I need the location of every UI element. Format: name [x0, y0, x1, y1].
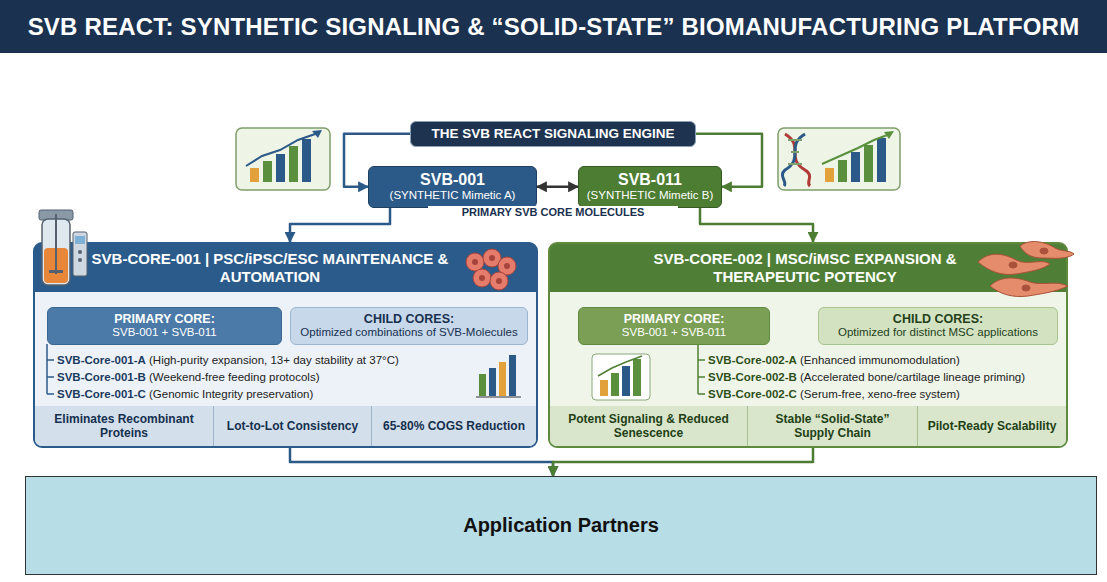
- connector-arrow: [290, 208, 390, 242]
- box-title: SVB-011: [618, 171, 682, 189]
- core-description: (High-purity expansion, 13+ day stabilit…: [149, 354, 399, 366]
- box-title: CHILD CORES:: [364, 312, 454, 326]
- box-subtitle: Optimized combinations of SVB-Molecules: [300, 326, 517, 339]
- box-title: Application Partners: [463, 514, 659, 537]
- diagram-title: SVB REACT: SYNTHETIC SIGNALING & “SOLID-…: [28, 13, 1080, 41]
- growth-chart-icon: [476, 355, 521, 397]
- core-panel: SVB-CORE-002 | MSC/iMSC EXPANSION & THER…: [548, 242, 1068, 448]
- list-item: SVB-Core-002-B (Accelerated bone/cartila…: [708, 369, 1025, 385]
- title-bar: SVB REACT: SYNTHETIC SIGNALING & “SOLID-…: [0, 0, 1107, 53]
- core-name: SVB-Core-002-B: [708, 371, 797, 383]
- feature-cell: Stable “Solid-State” Supply Chain: [747, 406, 917, 446]
- tree-lines: [698, 344, 705, 394]
- bioreactor-illustration: [39, 210, 87, 285]
- connector-arrow: [700, 208, 813, 242]
- box-title: THE SVB REACT SIGNALING ENGINE: [431, 126, 674, 142]
- child-core-box: CHILD CORES:Optimized for distinct MSC a…: [818, 307, 1058, 345]
- box-title: PRIMARY CORE:: [114, 312, 215, 326]
- core-panel: SVB-CORE-001 | PSC/iPSC/ESC MAINTENANCE …: [33, 242, 538, 448]
- box-subtitle: SVB-001 + SVB-011: [622, 326, 726, 339]
- feature-cell: Eliminates Recombinant Proteins: [35, 406, 213, 446]
- box-title: CHILD CORES:: [893, 312, 983, 326]
- tree-lines: [47, 344, 54, 394]
- core-description: (Enhanced immunomodulation): [800, 354, 960, 366]
- list-item: SVB-Core-002-A (Enhanced immunomodulatio…: [708, 352, 960, 368]
- box-subtitle: (SYNTHETIC Mimetic A): [390, 189, 516, 202]
- list-item: SVB-Core-001-B (Weekend-free feeding pro…: [57, 369, 320, 385]
- growth-chart-icon: [592, 354, 650, 400]
- feature-cell: Pilot-Ready Scalability: [917, 406, 1066, 446]
- box-subtitle: SVB-001 + SVB-011: [112, 326, 216, 339]
- core-box: PRIMARY CORE:SVB-001 + SVB-011: [47, 307, 282, 345]
- feature-cell: 65-80% COGS Reduction: [371, 406, 536, 446]
- core-name: SVB-Core-002-A: [708, 354, 797, 366]
- box-title: PRIMARY CORE:: [624, 312, 725, 326]
- core-name: SVB-Core-001-A: [57, 354, 146, 366]
- core-name: SVB-Core-001-B: [57, 371, 146, 383]
- core-description: (Weekend-free feeding protocols): [149, 371, 319, 383]
- dna-chart-icon: [778, 128, 900, 190]
- box-title: SVB-001: [420, 171, 485, 189]
- child-core-box: CHILD CORES:Optimized combinations of SV…: [290, 307, 528, 345]
- connector-arrow: [537, 186, 578, 189]
- list-item: SVB-Core-002-C (Serum-free, xeno-free sy…: [708, 386, 960, 402]
- engine-box: THE SVB REACT SIGNALING ENGINE: [410, 121, 696, 147]
- msc-cell-illustration: [978, 242, 1074, 297]
- molecule-box: SVB-011(SYNTHETIC Mimetic B): [578, 166, 722, 208]
- list-item: SVB-Core-001-A (High-purity expansion, 1…: [57, 352, 399, 368]
- panel-heading: SVB-CORE-002 | MSC/iMSC EXPANSION & THER…: [650, 246, 960, 290]
- box-subtitle: Optimized for distinct MSC applications: [838, 326, 1038, 339]
- core-description: (Genomic Integrity preservation): [149, 388, 313, 400]
- stem-cell-cluster: [466, 249, 516, 290]
- core-name: SVB-Core-002-C: [708, 388, 797, 400]
- core-name: SVB-Core-001-C: [57, 388, 146, 400]
- core-description: (Accelerated bone/cartilage lineage prim…: [800, 371, 1025, 383]
- list-item: SVB-Core-001-C (Genomic Integrity preser…: [57, 386, 313, 402]
- feature-cell: Lot-to-Lot Consistency: [213, 406, 371, 446]
- section-label: PRIMARY SVB CORE MOLECULES: [428, 206, 678, 218]
- connector-arrow: [553, 448, 813, 476]
- connector-arrow: [290, 448, 553, 476]
- core-box: PRIMARY CORE:SVB-001 + SVB-011: [578, 307, 770, 345]
- panel-heading: SVB-CORE-001 | PSC/iPSC/ESC MAINTENANCE …: [90, 246, 450, 290]
- molecule-box: SVB-001(SYNTHETIC Mimetic A): [368, 166, 537, 208]
- partners-box: Application Partners: [25, 476, 1097, 575]
- box-subtitle: (SYNTHETIC Mimetic B): [587, 189, 714, 202]
- growth-chart-icon: [236, 128, 330, 190]
- core-description: (Serum-free, xeno-free system): [800, 388, 960, 400]
- feature-cell: Potent Signaling & Reduced Senescence: [550, 406, 747, 446]
